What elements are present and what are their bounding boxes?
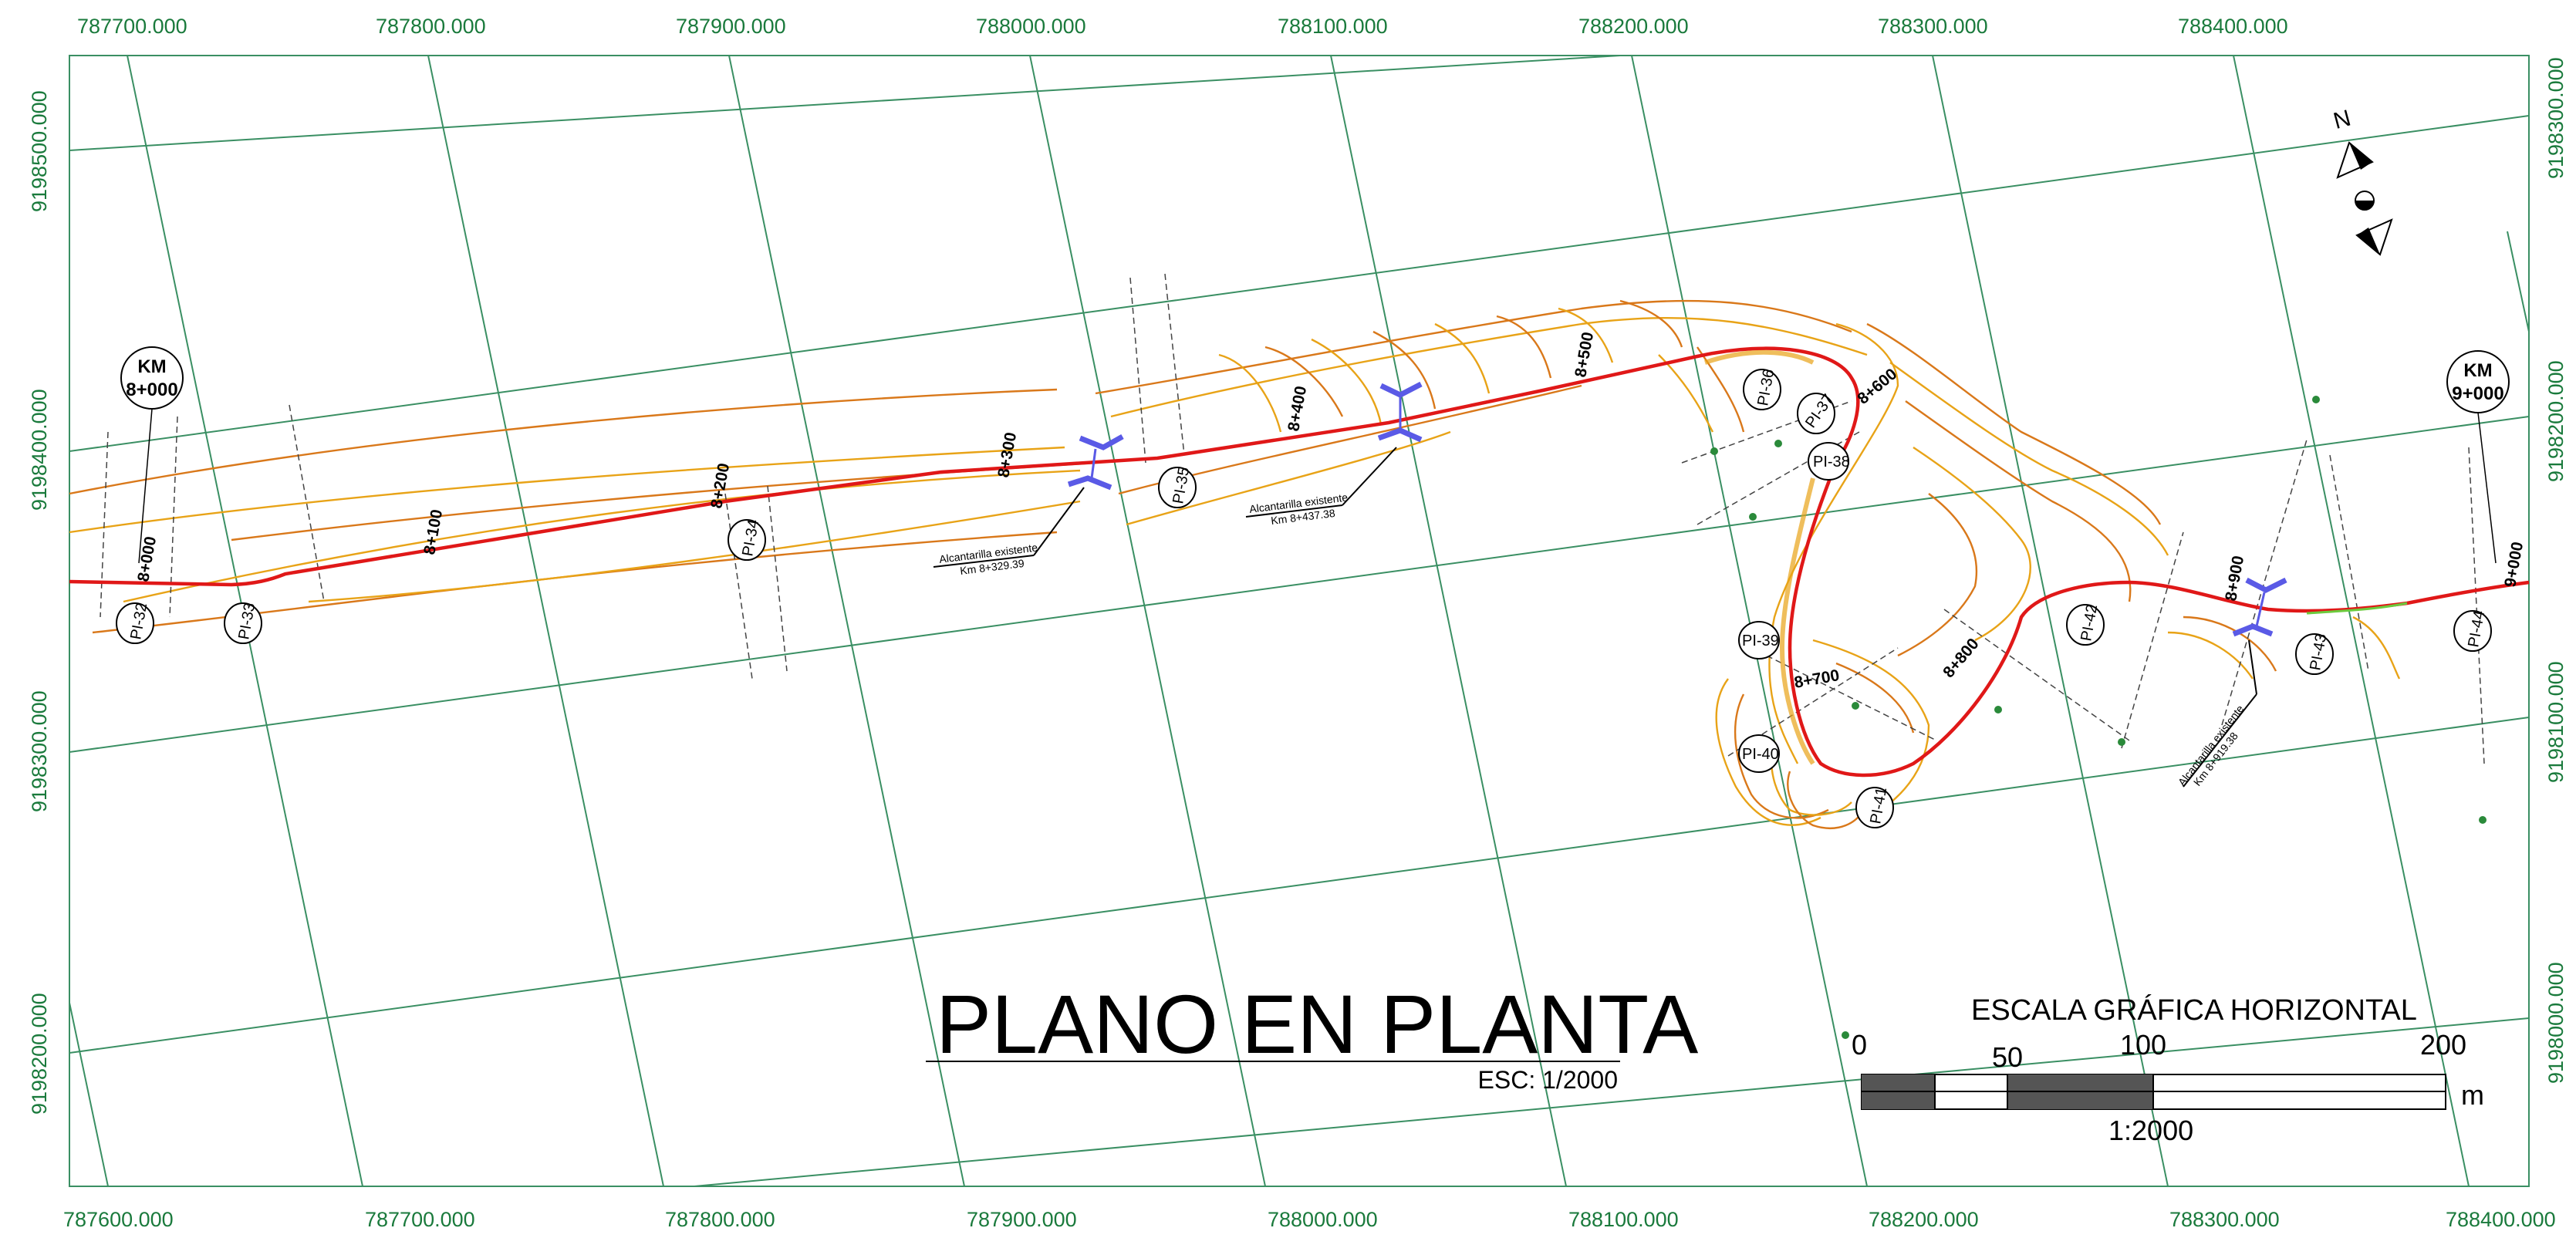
culvert-icon [1067,433,1124,491]
page-title: PLANO EN PLANTA [936,977,1698,1071]
coord-label: 788100.000 [1568,1208,1679,1231]
survey-point-icon [2118,738,2125,746]
coordinate-grid [69,56,2529,1186]
station-label: 8+700 [1793,666,1841,692]
svg-text:PI-38: PI-38 [1813,454,1850,471]
pi-marker-pi-33: PI-33 [224,602,262,644]
scale-ratio: 1:2000 [2108,1115,2193,1146]
culvert-2: Alcantarilla existente Km 8+437.38 [1245,381,1423,527]
scale-tick-label: 0 [1852,1029,1867,1061]
bottom-coordinates: 787600.000 787700.000 787800.000 787900.… [63,1208,2556,1231]
graphic-scale: ESCALA GRÁFICA HORIZONTAL 0 50 100 200 m… [1852,993,2484,1146]
coord-label: 787900.000 [676,15,786,38]
road-edge [1779,477,1815,765]
survey-point-icon [1749,513,1757,521]
survey-point-icon [1852,702,1859,710]
station-label: 9+000 [2501,541,2527,589]
culvert-1: Alcantarilla existente Km 8+329.39 [933,433,1124,577]
coord-label: 9198200.000 [2544,360,2568,482]
coord-label: 787600.000 [63,1208,174,1231]
coord-label: 9198400.000 [28,389,51,511]
coord-label: 9198300.000 [2544,57,2568,179]
coord-label: 787700.000 [365,1208,475,1231]
coord-label: 787900.000 [967,1208,1077,1231]
coord-label: 9198500.000 [28,90,51,212]
pi-marker-pi-40: PI-40 [1738,734,1780,773]
coord-label: 788100.000 [1278,15,1388,38]
station-label: 8+400 [1285,385,1310,433]
coord-label: 788400.000 [2178,15,2288,38]
km-marker-8000: KM 8+000 [120,346,184,564]
station-label: 8+900 [2222,555,2247,602]
pi-marker-pi-35: PI-35 [1158,466,1197,508]
scale-tick-label: 50 [1992,1041,2023,1073]
km-value: 8+000 [126,379,177,400]
coord-label: 788300.000 [1878,15,1988,38]
north-label: N [2331,106,2353,134]
coord-label: 788400.000 [2446,1208,2556,1231]
culvert-3: Alcantarilla existente Km 8+919.38 [2176,577,2287,788]
pi-marker-pi-36: PI-36 [1743,368,1781,410]
station-label: 8+000 [134,535,160,583]
survey-point-icon [1994,706,2002,713]
scale-tick-label: 100 [2120,1029,2166,1061]
svg-text:PI-39: PI-39 [1742,632,1779,649]
road-edge [1704,349,1815,365]
coord-label: 788200.000 [1869,1208,1979,1231]
pi-marker-pi-38: PI-38 [1808,442,1850,481]
pi-marker-pi-34: PI-34 [728,518,766,561]
station-label: 8+800 [1940,635,1983,681]
station-label: 8+600 [1854,365,1900,408]
survey-point-icon [1774,440,1782,447]
km-marker-9000: KM 9+000 [2446,350,2510,564]
svg-text:PI-40: PI-40 [1742,746,1779,763]
pi-marker-pi-42: PI-42 [2066,603,2105,646]
station-label: 8+300 [994,431,1020,479]
coord-label: 9198200.000 [28,993,51,1115]
green-segment [2306,602,2408,615]
coord-label: 9198100.000 [2544,661,2568,783]
survey-point-icon [2312,396,2320,403]
terrain-contours [69,299,2401,829]
left-coordinates: 9198500.000 9198400.000 9198300.000 9198… [28,90,51,1115]
pi-marker-pi-43: PI-43 [2295,632,2334,675]
pi-marker-pi-39: PI-39 [1738,621,1780,659]
survey-points [1710,396,2487,1039]
coord-label: 9198300.000 [28,690,51,812]
culvert-icon [1377,381,1423,443]
top-coordinates: 787700.000 787800.000 787900.000 788000.… [77,15,2288,38]
title-block: PLANO EN PLANTA ESC: 1/2000 [926,977,1698,1094]
coord-label: 788000.000 [976,15,1086,38]
station-label: 8+500 [1572,331,1597,379]
scale-unit: m [2461,1079,2484,1111]
pi-marker-pi-41: PI-41 [1855,786,1894,828]
coord-label: 9198000.000 [2544,962,2568,1084]
north-arrow-icon: N [2331,106,2393,256]
survey-point-icon [1710,447,1718,455]
culvert-icon [2232,577,2287,637]
scale-title: ESCALA GRÁFICA HORIZONTAL [1971,993,2417,1027]
pi-marker-pi-44: PI-44 [2453,609,2492,652]
scale-subtitle: ESC: 1/2000 [1478,1066,1618,1094]
coord-label: 787800.000 [376,15,486,38]
km-label: KM [137,356,166,377]
coord-label: 788000.000 [1268,1208,1378,1231]
survey-point-icon [2479,816,2487,824]
coord-label: 787800.000 [665,1208,775,1231]
culvert-label: Alcantarilla existente [2176,703,2247,788]
right-coordinates: 9198300.000 9198200.000 9198100.000 9198… [2544,57,2568,1084]
km-label: KM [2463,360,2492,381]
scale-tick-label: 200 [2420,1029,2466,1061]
drawing-frame [69,55,2530,1187]
pi-marker-pi-32: PI-32 [116,602,154,644]
coord-label: 788200.000 [1578,15,1689,38]
pi-marker-pi-37: PI-37 [1797,391,1838,434]
km-value: 9+000 [2452,383,2503,404]
pi-markers: PI-32 PI-33 PI-34 PI-35 PI-36 PI-37 PI-3… [116,368,2492,828]
coord-label: 788300.000 [2169,1208,2280,1231]
road-axis [69,346,2530,778]
coord-label: 787700.000 [77,15,187,38]
survey-point-icon [1842,1031,1849,1039]
